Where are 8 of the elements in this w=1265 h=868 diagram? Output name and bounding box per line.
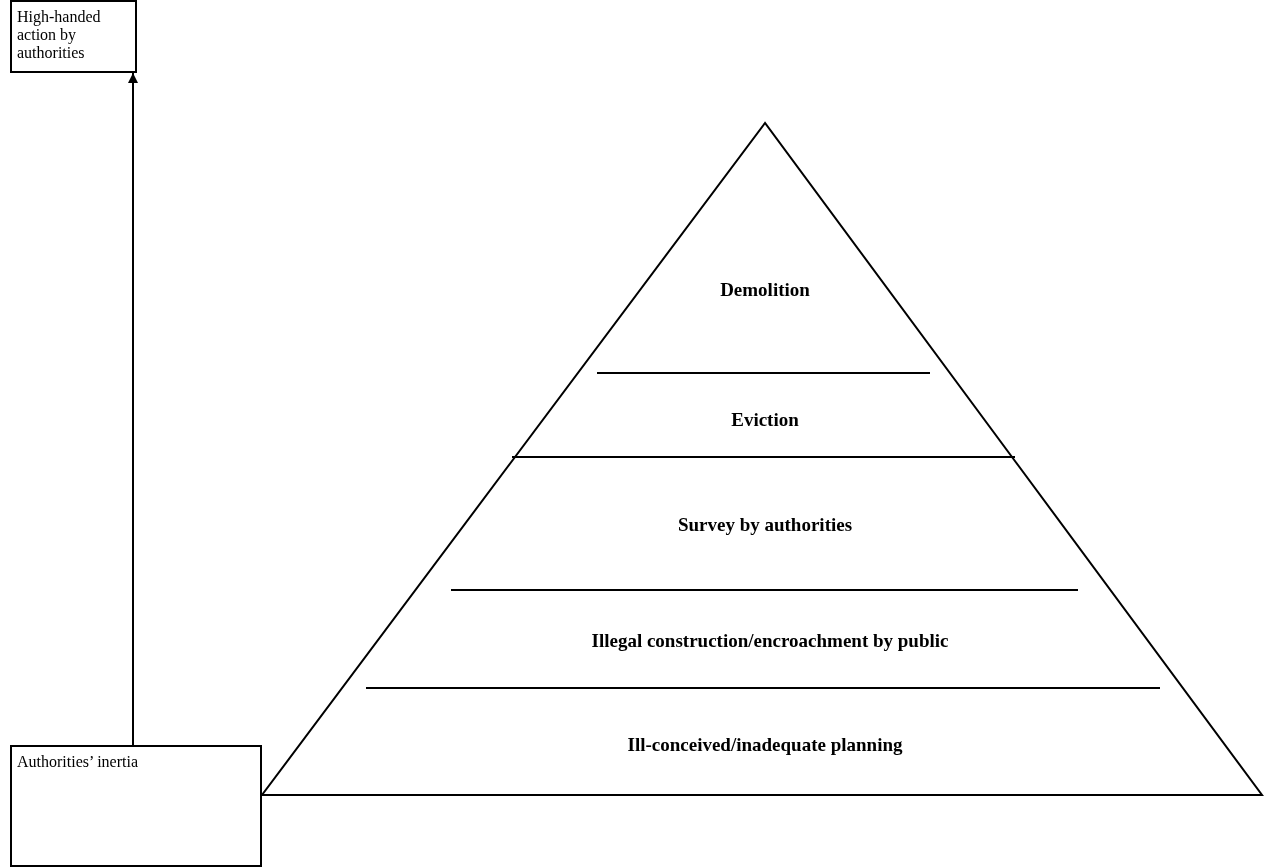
band-label: Eviction <box>731 409 799 431</box>
arrow <box>128 72 138 746</box>
band-label: Survey by authorities <box>677 514 853 536</box>
box-text: High-handed action by authorities <box>17 8 102 62</box>
band-label: Illegal construction/encroachment by public <box>591 630 949 652</box>
band-label: Ill-conceived/inadequate planning <box>627 734 903 756</box>
box-text: Authorities’ inertia <box>17 753 139 771</box>
band-label: Demolition <box>720 279 810 301</box>
